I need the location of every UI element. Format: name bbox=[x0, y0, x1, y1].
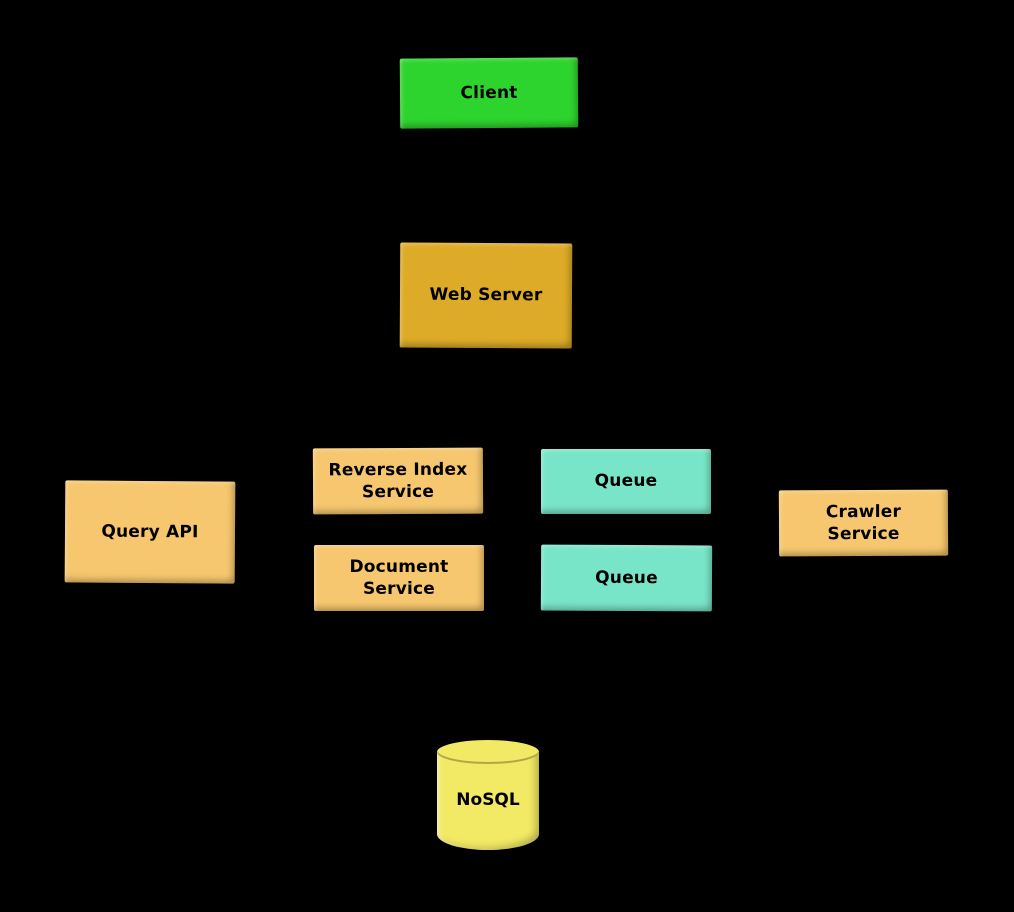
database-cylinder-top bbox=[437, 740, 539, 764]
node-web-server-label: Web Server bbox=[429, 285, 543, 306]
node-client-label: Client bbox=[460, 82, 518, 104]
node-document-service-label: Document Service bbox=[349, 556, 449, 599]
node-queue-top-label: Queue bbox=[594, 471, 658, 492]
node-queue-bottom: Queue bbox=[540, 544, 713, 612]
node-query-api-label: Query API bbox=[101, 521, 199, 543]
node-reverse-index-service-label: Reverse Index Service bbox=[328, 459, 468, 503]
node-crawler-service-label: Crawler Service bbox=[825, 501, 902, 545]
node-web-server: Web Server bbox=[399, 242, 573, 349]
node-client: Client bbox=[399, 57, 579, 129]
node-document-service: Document Service bbox=[314, 545, 484, 611]
node-crawler-service: Crawler Service bbox=[778, 489, 949, 557]
node-queue-top: Queue bbox=[541, 449, 711, 514]
node-reverse-index-service: Reverse Index Service bbox=[312, 447, 484, 515]
node-nosql-database: NoSQL bbox=[437, 740, 539, 850]
node-queue-bottom-label: Queue bbox=[595, 567, 658, 589]
database-cylinder-body bbox=[437, 751, 539, 850]
node-query-api: Query API bbox=[64, 480, 236, 584]
node-nosql-label: NoSQL bbox=[456, 790, 520, 810]
